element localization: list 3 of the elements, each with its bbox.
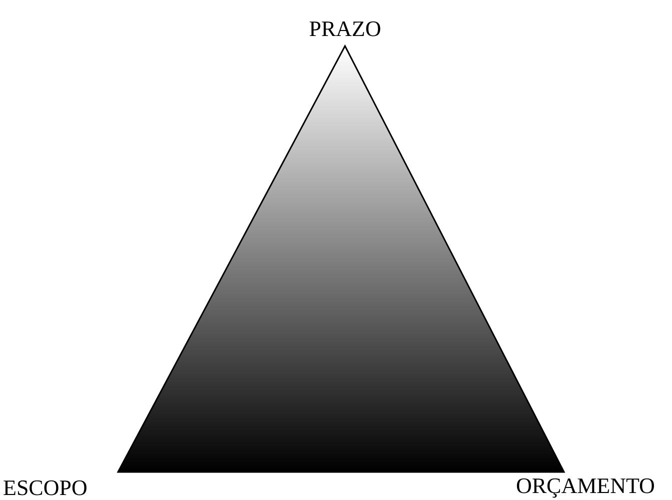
vertex-label: PRAZO [309, 17, 382, 41]
vertex-label: ORÇAMENTO [516, 474, 655, 498]
vertex-label: ESCOPO [3, 476, 88, 500]
